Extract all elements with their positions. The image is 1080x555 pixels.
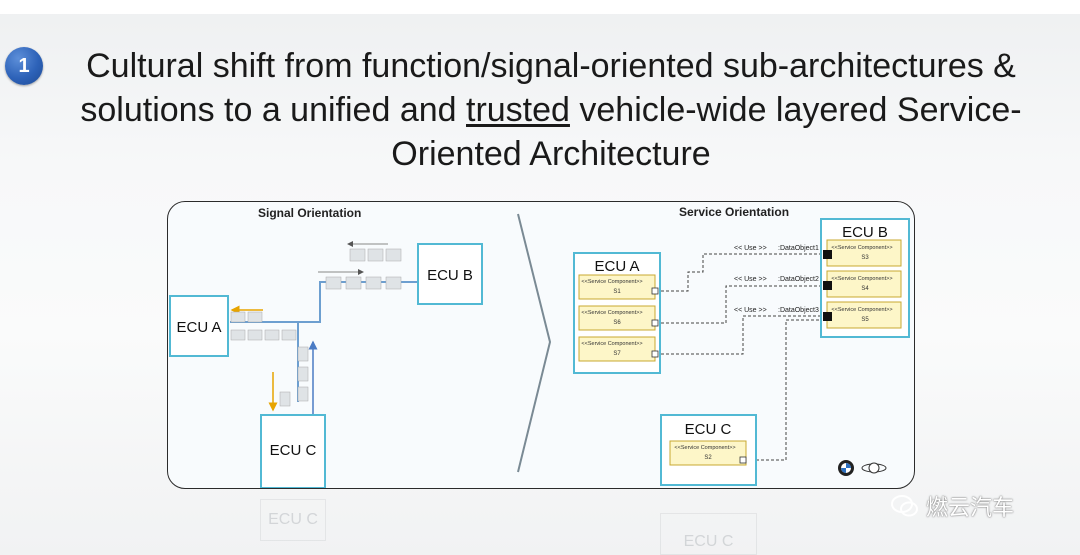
service-component-s1: <<Service Component>> S1 xyxy=(578,274,656,300)
svg-text:<<Service Component>>: <<Service Component>> xyxy=(831,307,892,313)
top-band xyxy=(0,0,1080,14)
port-s2 xyxy=(739,456,747,464)
signal-orientation-heading: Signal Orientation xyxy=(258,206,361,220)
watermark-text: 燃云汽车 xyxy=(926,495,1015,520)
signal-ecu-b-label: ECU B xyxy=(427,267,473,284)
service-component-s4: <<Service Component>> S4 xyxy=(826,270,902,298)
service-component-s3: <<Service Component>> S3 xyxy=(826,239,902,267)
service-orientation-heading: Service Orientation xyxy=(679,205,789,219)
transition-chevron-arrow xyxy=(517,213,552,473)
service-ecu-a-label: ECU A xyxy=(594,258,639,275)
diagram-reflection: ECU C ECU C xyxy=(167,489,913,555)
port-s3 xyxy=(823,250,832,259)
signal-ecu-a-label: ECU A xyxy=(176,319,221,336)
svg-text:S2: S2 xyxy=(704,455,712,461)
use-label-3: << Use >> xyxy=(734,307,767,314)
svg-text:<<Service Component>>: <<Service Component>> xyxy=(831,276,892,282)
pdu-group-top xyxy=(349,248,402,262)
svg-text:<<Service Component>>: <<Service Component>> xyxy=(581,341,642,347)
service-ecu-b-label: ECU B xyxy=(842,224,888,241)
watermark: 燃云汽车 xyxy=(890,490,1014,522)
port-s5 xyxy=(823,312,832,321)
title-text-2: vehicle-wide layered Service-Oriented Ar… xyxy=(391,91,1022,173)
bmw-logo-icon xyxy=(838,460,854,476)
svg-text:S6: S6 xyxy=(613,320,621,326)
slide-title: Cultural shift from function/signal-orie… xyxy=(46,44,1056,176)
svg-text:S5: S5 xyxy=(861,317,869,323)
service-link-3 xyxy=(656,315,828,355)
signal-ecu-a-box xyxy=(169,295,229,357)
title-text-1: Cultural shift from function/signal-orie… xyxy=(80,47,1016,129)
wechat-icon xyxy=(891,495,918,517)
svg-text:S3: S3 xyxy=(861,255,869,261)
pdu-group-left-2 xyxy=(230,329,297,341)
svg-text:<<Service Component>>: <<Service Component>> xyxy=(581,279,642,285)
service-component-s7: <<Service Component>> S7 xyxy=(578,336,656,362)
svg-text:S7: S7 xyxy=(613,351,621,357)
svg-text:<<Service Component>>: <<Service Component>> xyxy=(674,445,735,451)
port-s4 xyxy=(823,281,832,290)
architecture-diagram: Signal Orientation Service Orientation E… xyxy=(169,205,910,488)
svg-text:S1: S1 xyxy=(613,289,621,295)
port-s7 xyxy=(651,350,659,358)
architecture-diagram-panel: Signal Orientation Service Orientation E… xyxy=(167,201,915,489)
service-ecu-c-label: ECU C xyxy=(685,421,732,438)
mini-logo-icon xyxy=(861,462,887,474)
service-link-1 xyxy=(656,253,828,292)
svg-text:S4: S4 xyxy=(861,286,869,292)
data-object-3: :DataObject3 xyxy=(778,307,819,314)
reflection-ecu-c-right: ECU C xyxy=(660,513,757,555)
title-underlined-word: trusted xyxy=(466,91,570,129)
port-s1 xyxy=(651,287,659,295)
service-link-2 xyxy=(656,285,828,324)
service-component-s2: <<Service Component>> S2 xyxy=(669,440,747,466)
service-link-4 xyxy=(746,319,828,461)
svg-text:<<Service Component>>: <<Service Component>> xyxy=(831,245,892,251)
signal-ecu-b-box xyxy=(417,243,483,305)
pdu-group-vertical xyxy=(279,346,309,407)
svg-text:<<Service Component>>: <<Service Component>> xyxy=(581,310,642,316)
use-label-1: << Use >> xyxy=(734,245,767,252)
data-object-2: :DataObject2 xyxy=(778,276,819,283)
pdu-group-left-1 xyxy=(230,311,263,323)
service-component-s5: <<Service Component>> S5 xyxy=(826,301,902,329)
data-object-1: :DataObject1 xyxy=(778,245,819,252)
reflection-ecu-c-left: ECU C xyxy=(260,499,326,541)
service-component-s6: <<Service Component>> S6 xyxy=(578,305,656,331)
use-label-2: << Use >> xyxy=(734,276,767,283)
port-s6 xyxy=(651,319,659,327)
pdu-group-middle xyxy=(325,276,402,290)
step-number-badge: 1 xyxy=(5,47,43,85)
signal-ecu-c-label: ECU C xyxy=(270,442,317,459)
signal-ecu-c-box xyxy=(260,414,326,488)
